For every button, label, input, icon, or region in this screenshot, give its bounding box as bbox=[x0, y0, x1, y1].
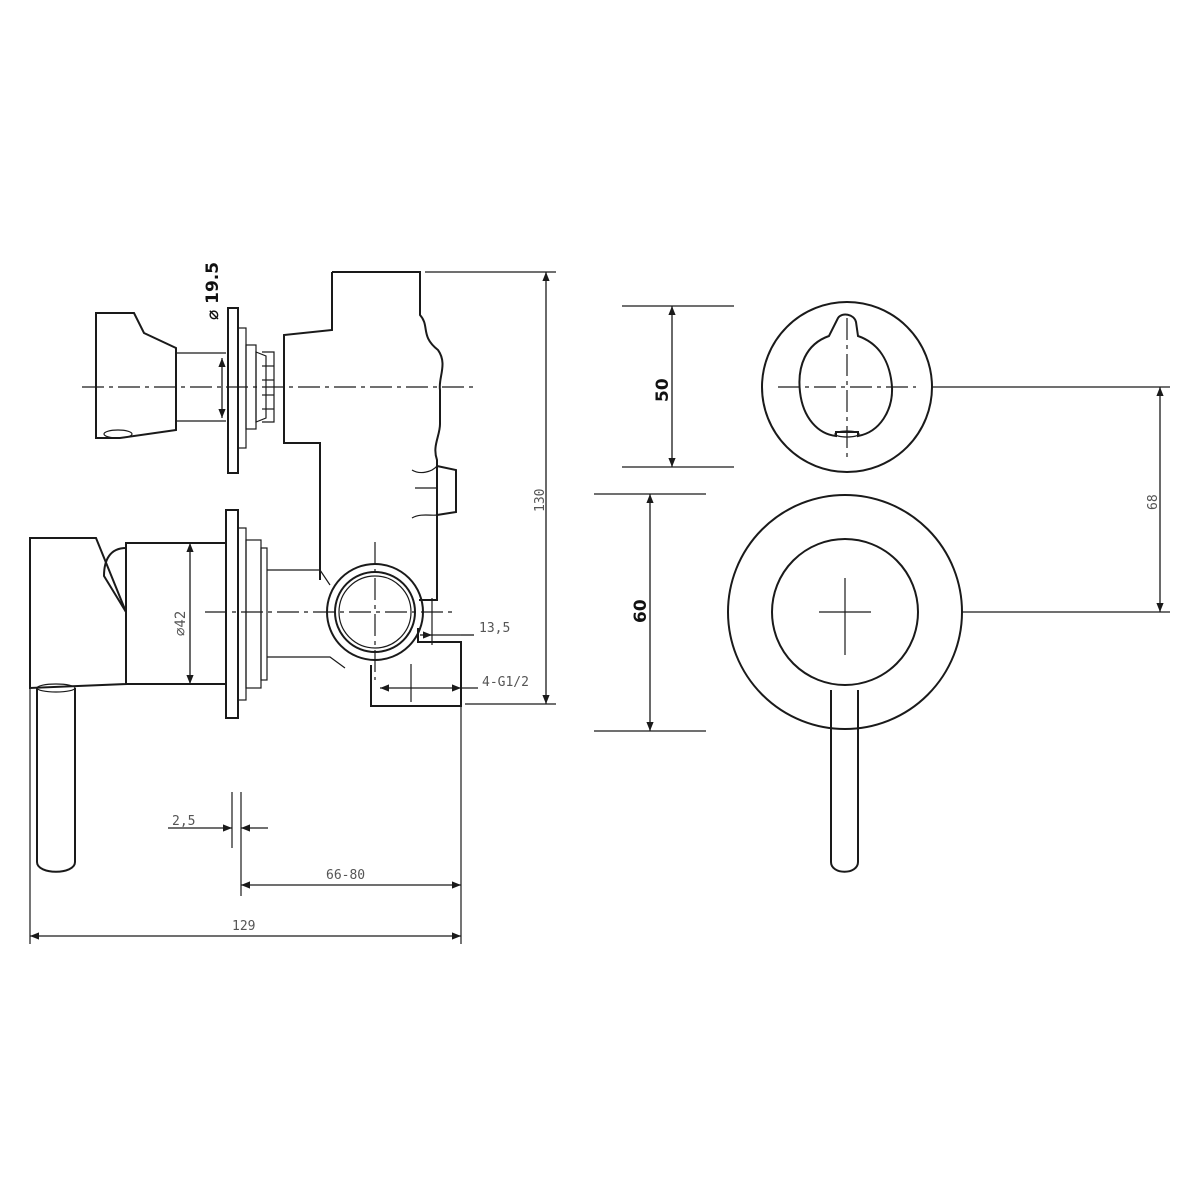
dim-label-13-5: 13,5 bbox=[479, 621, 510, 636]
dim-diameter-19-5: ⌀ 19.5 bbox=[203, 262, 226, 418]
dim-plate-60: 60 bbox=[594, 493, 706, 732]
dim-thread-4-g1-2: 4-G1/2 bbox=[380, 664, 529, 702]
dim-label-129: 129 bbox=[232, 919, 255, 934]
front-upper-plate bbox=[761, 301, 933, 473]
dim-label-66-80: 66-80 bbox=[326, 868, 365, 883]
front-lower-plate bbox=[727, 494, 963, 873]
dim-label-68: 68 bbox=[1146, 494, 1161, 510]
dim-label-60: 60 bbox=[631, 599, 651, 623]
dim-length-129: 129 bbox=[29, 688, 461, 944]
diverter-handle bbox=[95, 312, 226, 439]
upper-escutcheon bbox=[227, 307, 275, 474]
dim-label-19-5: ⌀ 19.5 bbox=[203, 262, 223, 320]
front-view: 50 60 68 bbox=[594, 301, 1170, 873]
dim-depth-66-80: 66-80 bbox=[240, 706, 462, 944]
dim-label-42: ⌀42 bbox=[173, 611, 189, 636]
dim-label-4-g1-2: 4-G1/2 bbox=[482, 675, 529, 690]
mixer-handle bbox=[29, 537, 227, 873]
dim-diameter-42: ⌀42 bbox=[173, 543, 194, 684]
dim-label-50: 50 bbox=[653, 378, 673, 402]
dim-spacing-68: 68 bbox=[932, 386, 1170, 613]
side-view: ⌀ 19.5 ⌀42 130 13,5 4-G1/2 bbox=[29, 262, 556, 944]
valve-body bbox=[283, 271, 457, 601]
dim-plate-50: 50 bbox=[622, 305, 734, 468]
dim-height-130: 130 bbox=[425, 271, 556, 705]
dim-offset-13-5: 13,5 bbox=[420, 598, 510, 645]
dim-thickness-2-5: 2,5 bbox=[168, 792, 268, 848]
dim-label-2-5: 2,5 bbox=[172, 814, 195, 829]
dim-label-130: 130 bbox=[533, 489, 548, 512]
